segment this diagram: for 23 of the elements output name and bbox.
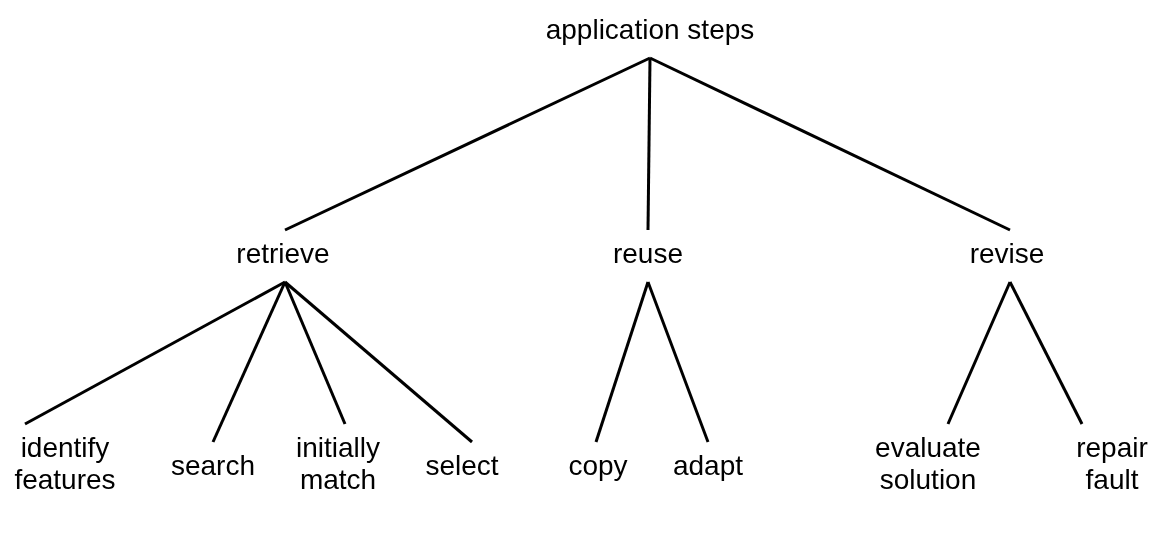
tree-line [594,281,650,443]
node-label: evaluate solution [861,430,995,498]
tree-line [646,281,710,443]
node-label: identify features [3,430,127,498]
node-label: copy [566,448,630,484]
node-label: reuse [611,236,685,272]
tree-line [946,281,1012,425]
node-label: adapt [670,448,746,484]
tree-line [24,280,286,426]
tree-line [284,280,473,444]
node-label: initially match [281,430,395,498]
node-label: retrieve [234,236,332,272]
node-label: application steps [543,12,757,48]
tree-line [1008,281,1084,425]
tree-line [646,58,652,230]
tree-line [283,281,347,425]
node-label: revise [967,236,1047,272]
node-label: search [169,448,257,484]
node-label: select [423,448,501,484]
node-label: repair fault [1070,430,1154,498]
tree-line [649,56,1011,232]
tree-line [284,56,651,232]
tree-line [211,281,287,443]
